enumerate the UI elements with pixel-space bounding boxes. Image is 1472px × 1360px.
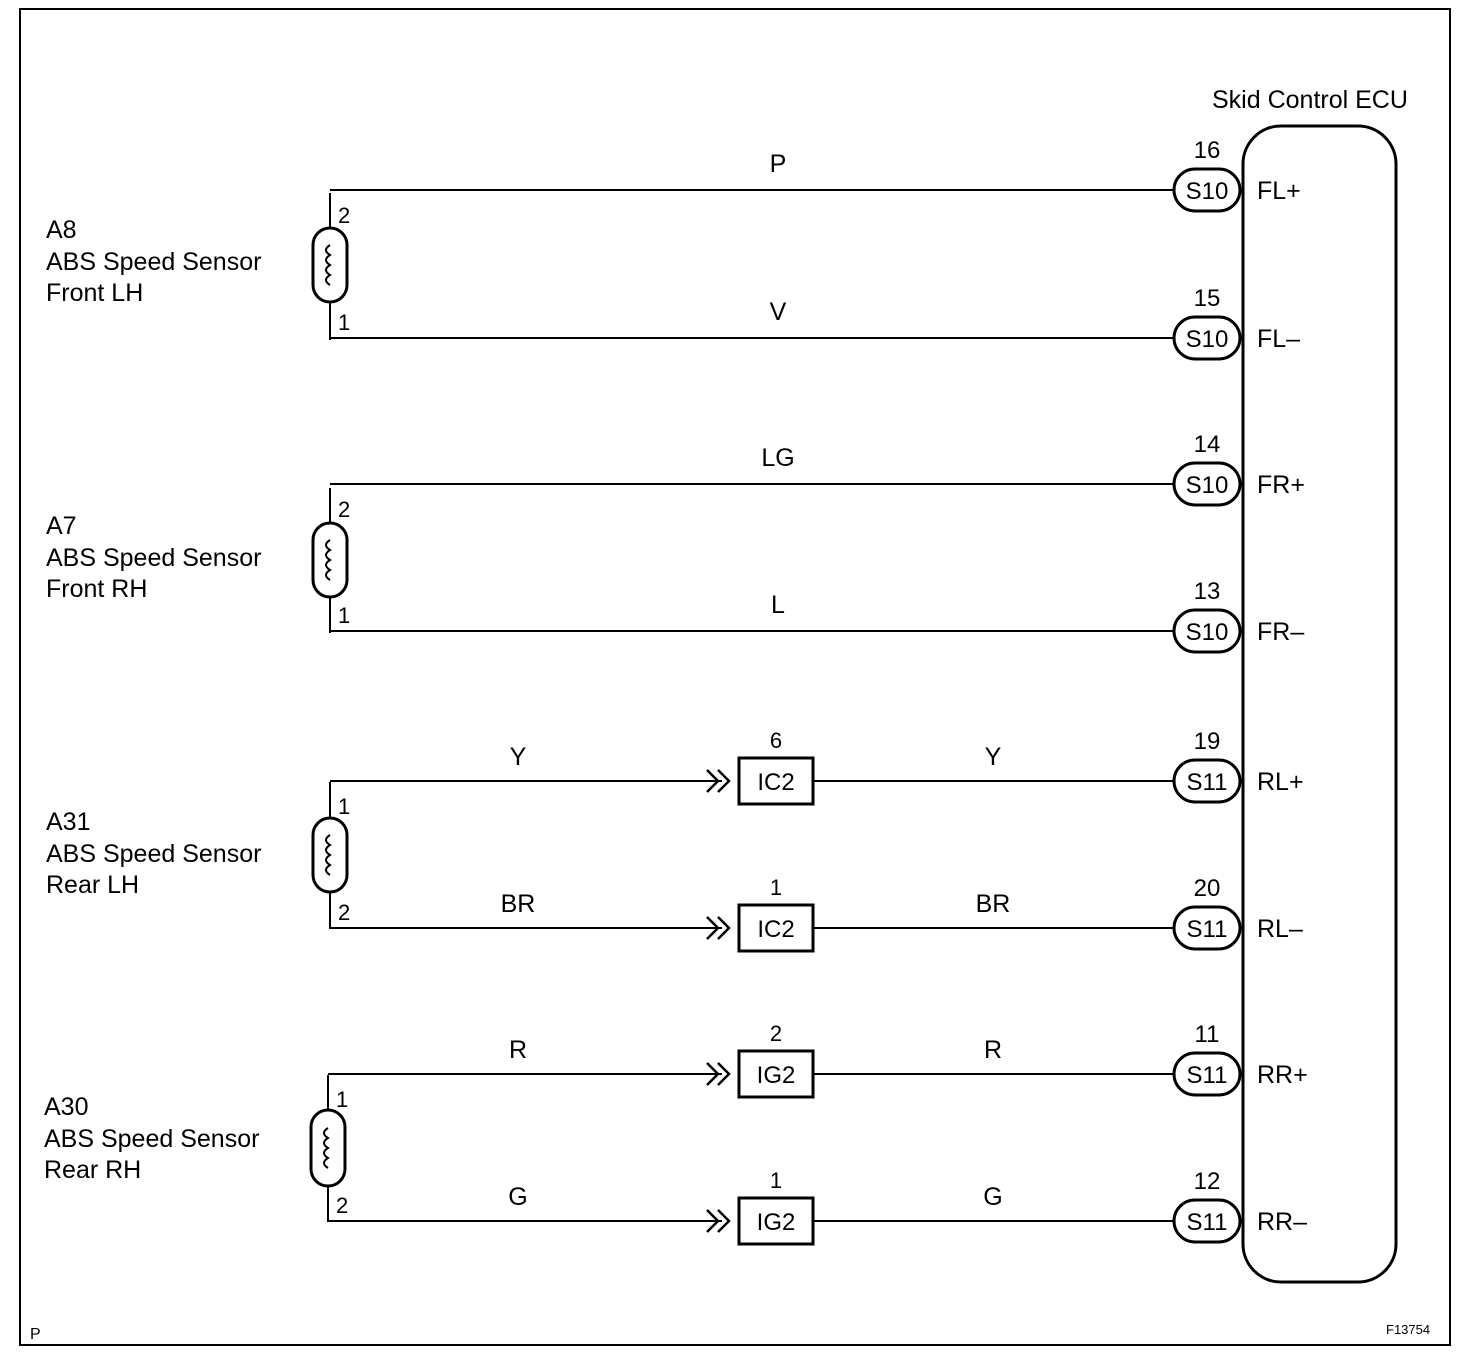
junction-connector-pin: 1 bbox=[770, 1168, 782, 1193]
ecu-terminal-label: RR+ bbox=[1257, 1061, 1308, 1089]
wire-color-label: G bbox=[983, 1183, 1002, 1211]
sensor-position: Rear LH bbox=[46, 871, 139, 899]
ecu-pin-number: 20 bbox=[1194, 875, 1221, 902]
wire-color-label: BR bbox=[976, 890, 1011, 918]
ecu-terminal-label: FR– bbox=[1257, 618, 1304, 646]
junction-connector-pin: 2 bbox=[770, 1021, 782, 1046]
ecu-terminal-label: RR– bbox=[1257, 1208, 1307, 1236]
junction-connector-box bbox=[737, 903, 815, 953]
ecu-pin-number: 15 bbox=[1194, 285, 1221, 312]
sensor-name: ABS Speed Sensor bbox=[46, 544, 261, 572]
sensor-name: ABS Speed Sensor bbox=[46, 840, 261, 868]
ecu-terminal-label: RL– bbox=[1257, 915, 1303, 943]
sensor-a7: A7 ABS Speed Sensor Front RH bbox=[46, 488, 349, 633]
ecu-pin-number: 12 bbox=[1194, 1168, 1221, 1195]
junction-connector-pin: 6 bbox=[770, 728, 782, 753]
junction-connector-box bbox=[737, 1196, 815, 1246]
ecu-connector-name: S10 bbox=[1186, 619, 1229, 646]
connector-chevron-icon bbox=[706, 769, 731, 793]
wire-color-label: P bbox=[770, 150, 787, 178]
coil-winding-icon bbox=[325, 244, 332, 286]
junction-connector-name: IC2 bbox=[757, 916, 794, 943]
sensor-a31: A31 ABS Speed Sensor Rear LH bbox=[46, 782, 349, 929]
ecu-terminal-label: FL– bbox=[1257, 325, 1300, 353]
wire-color-label: BR bbox=[501, 890, 536, 918]
ecu-connector-name: S11 bbox=[1187, 1062, 1228, 1089]
coil-winding-icon bbox=[325, 834, 332, 876]
junction-connector-box bbox=[737, 756, 815, 806]
sensor-a8: A8 ABS Speed Sensor Front LH bbox=[46, 193, 349, 340]
junction-connector-name: IC2 bbox=[757, 769, 794, 796]
ecu-title: Skid Control ECU bbox=[1212, 86, 1408, 114]
wire-color-label: V bbox=[770, 298, 787, 326]
sensor-position: Rear RH bbox=[44, 1156, 141, 1184]
sensor-pin-number: 2 bbox=[338, 900, 350, 925]
ecu-connector-name: S10 bbox=[1186, 326, 1229, 353]
wire-color-label: G bbox=[508, 1183, 527, 1211]
ecu-pin-number: 13 bbox=[1194, 578, 1221, 605]
sensor-name: ABS Speed Sensor bbox=[46, 248, 261, 276]
junction-connector-box bbox=[737, 1049, 815, 1099]
connector-chevron-icon bbox=[706, 1209, 731, 1233]
sensor-pin-number: 1 bbox=[336, 1087, 348, 1112]
ecu-pin-number: 14 bbox=[1194, 431, 1221, 458]
ecu-terminal-label: FR+ bbox=[1257, 471, 1305, 499]
connector-chevron-icon bbox=[706, 916, 731, 940]
junction-connector-pin: 1 bbox=[770, 875, 782, 900]
wire-color-label: Y bbox=[510, 743, 527, 771]
footer-left-code: P bbox=[30, 1326, 41, 1343]
sensor-position: Front RH bbox=[46, 575, 147, 603]
skid-control-ecu-box bbox=[1241, 124, 1398, 1284]
sensor-pin-number: 1 bbox=[338, 603, 350, 628]
wire-color-label: R bbox=[509, 1036, 527, 1064]
sensor-pin-number: 2 bbox=[338, 497, 350, 522]
ecu-pin-number: 16 bbox=[1194, 137, 1221, 164]
sensor-name: ABS Speed Sensor bbox=[44, 1125, 259, 1153]
ecu-pin-number: 11 bbox=[1195, 1021, 1220, 1048]
junction-connector-name: IG2 bbox=[757, 1062, 796, 1089]
figure-id: F13754 bbox=[1386, 1322, 1430, 1337]
ecu-pin-number: 19 bbox=[1194, 728, 1221, 755]
sensor-pin-number: 2 bbox=[338, 203, 350, 228]
ecu-connector-name: S11 bbox=[1187, 769, 1228, 796]
connector-chevron-icon bbox=[706, 1062, 731, 1086]
ecu-connector-name: S11 bbox=[1187, 1209, 1228, 1236]
ecu-connector-name: S11 bbox=[1187, 916, 1228, 943]
junction-connector-name: IG2 bbox=[757, 1209, 796, 1236]
coil-winding-icon bbox=[325, 539, 332, 581]
sensor-id: A8 bbox=[46, 216, 77, 244]
diagram-frame bbox=[19, 8, 1451, 1346]
sensor-id: A31 bbox=[46, 808, 90, 836]
wires-group: 2S1016FL+P1S1015FL–V2S1014FR+LG1S1013FR–… bbox=[328, 137, 1308, 1246]
sensor-pin-number: 1 bbox=[338, 794, 350, 819]
sensor-pin-number: 1 bbox=[338, 310, 350, 335]
sensor-pin-number: 2 bbox=[336, 1193, 348, 1218]
ecu-connector-name: S10 bbox=[1186, 472, 1229, 499]
ecu-terminal-label: FL+ bbox=[1257, 177, 1301, 205]
wire-color-label: Y bbox=[985, 743, 1002, 771]
wire-color-label: R bbox=[984, 1036, 1002, 1064]
sensor-position: Front LH bbox=[46, 279, 143, 307]
sensor-id: A30 bbox=[44, 1093, 88, 1121]
wire-color-label: L bbox=[771, 591, 785, 619]
ecu-terminal-label: RL+ bbox=[1257, 768, 1304, 796]
coil-winding-icon bbox=[323, 1127, 330, 1169]
sensor-id: A7 bbox=[46, 512, 77, 540]
ecu-connector-name: S10 bbox=[1186, 178, 1229, 205]
wire-color-label: LG bbox=[761, 444, 794, 472]
sensor-a30: A30 ABS Speed Sensor Rear RH bbox=[44, 1075, 347, 1222]
